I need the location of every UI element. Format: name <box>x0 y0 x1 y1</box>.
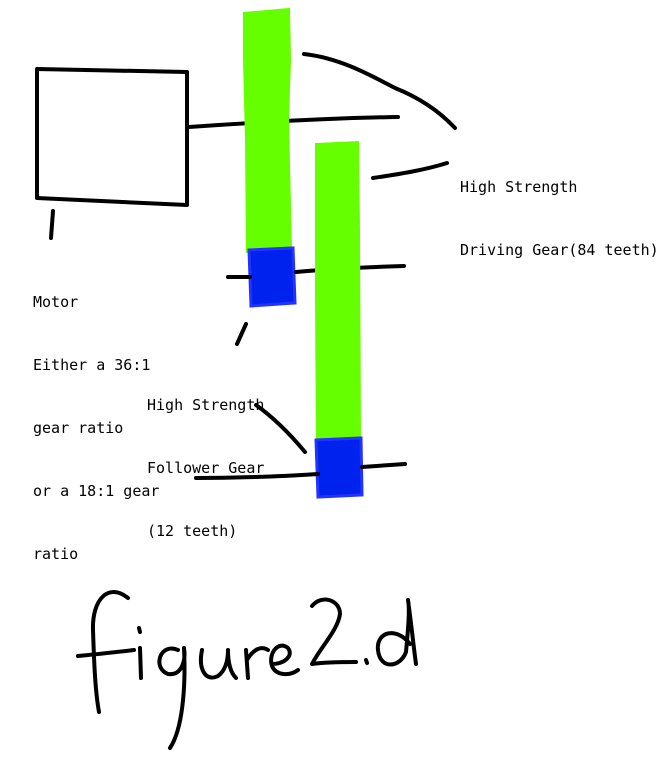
driving-gear-leader-2 <box>371 161 449 180</box>
driving-gear-2 <box>315 140 362 444</box>
motor-box <box>35 67 189 207</box>
follower-gear-label-line: High Strength <box>147 396 265 414</box>
motor-label-line: Either a 36:1 <box>33 356 151 374</box>
motor-shaft <box>187 115 400 129</box>
follower-gear-leader-2 <box>254 403 307 454</box>
driving-gear-label: High Strength Driving Gear(84 teeth) <box>460 135 659 303</box>
follower-gear-label-line: (12 teeth) <box>147 522 238 540</box>
motor-leader-line <box>49 209 55 240</box>
motor-label-line: ratio <box>33 545 79 563</box>
follower-gear-leader-1 <box>235 322 248 346</box>
follower-gear-label-line: Follower Gear <box>147 459 265 477</box>
driving-gear-label-line: Driving Gear(84 teeth) <box>460 241 659 259</box>
follower-gear-label: High Strength Follower Gear (12 teeth) <box>147 353 264 584</box>
follower-gear-2 <box>314 436 364 499</box>
output-shaft <box>194 462 407 480</box>
driving-gear-leader-1 <box>302 52 457 130</box>
motor-label-line: or a 18:1 gear <box>33 482 160 500</box>
figure-caption-handwriting <box>76 590 418 750</box>
motor-label-line: Motor <box>33 293 79 311</box>
motor-label: Motor Either a 36:1 gear ratio or a 18:1… <box>33 250 159 607</box>
follower-gear-1 <box>247 246 297 308</box>
driving-gear-label-line: High Strength <box>460 178 578 196</box>
driving-gear-1 <box>243 7 293 254</box>
motor-label-line: gear ratio <box>33 419 124 437</box>
